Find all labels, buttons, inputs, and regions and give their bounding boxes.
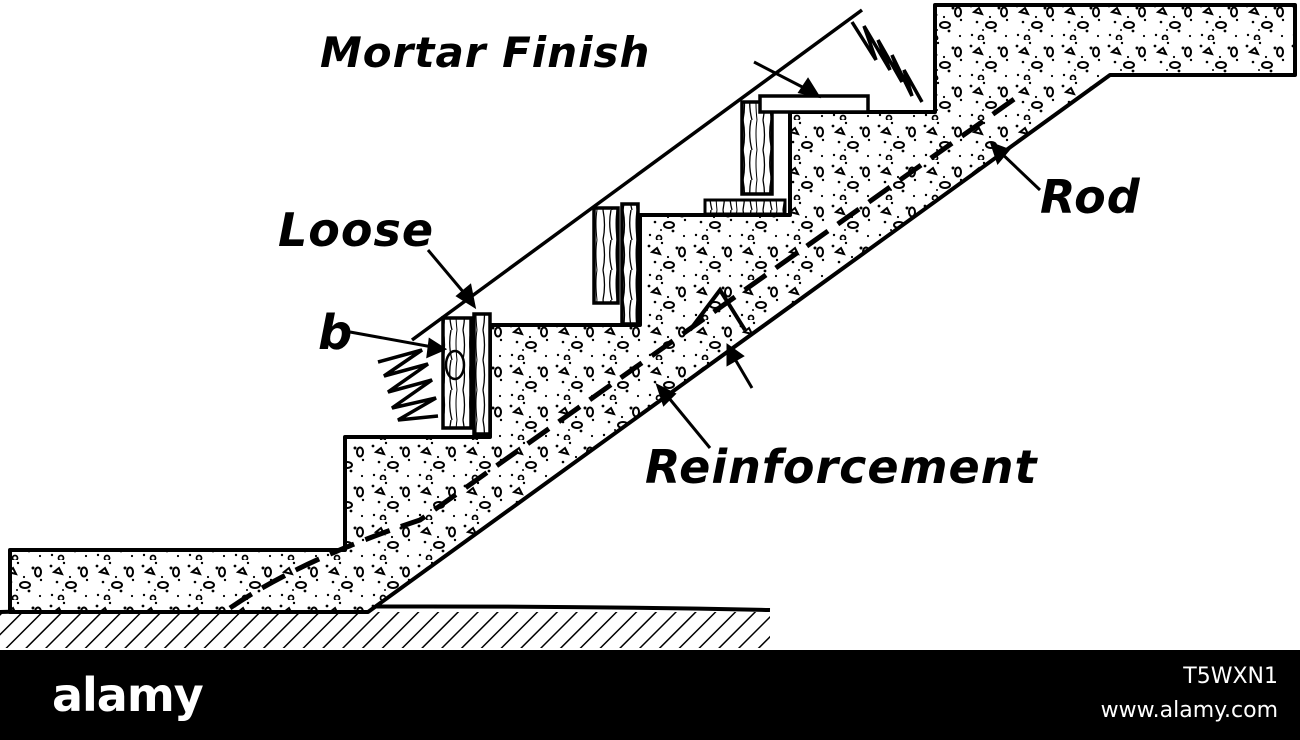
label-rod: Rod [1040,170,1141,224]
brand-logo: alamy [52,668,204,722]
label-loose: Loose [278,203,435,257]
reinforcement-rod [228,92,1022,611]
watermark-banner: alamy T5WXN1 www.alamy.com [0,650,1300,740]
concrete-stair-body [8,3,1297,614]
image-id: T5WXN1 [1183,664,1278,689]
stair-diagram: Mortar Finish Loose b Rod Reinforcement [0,3,1297,648]
form-boards [441,94,870,436]
break-lines [377,21,924,422]
leader-lines [349,60,1042,449]
site-url: www.alamy.com [1100,698,1278,723]
stair-section-drawing [0,3,1297,648]
label-b: b [318,305,354,361]
label-reinforcement: Reinforcement [645,440,1038,494]
label-mortar-finish: Mortar Finish [320,28,651,77]
nosing-line [410,8,864,342]
